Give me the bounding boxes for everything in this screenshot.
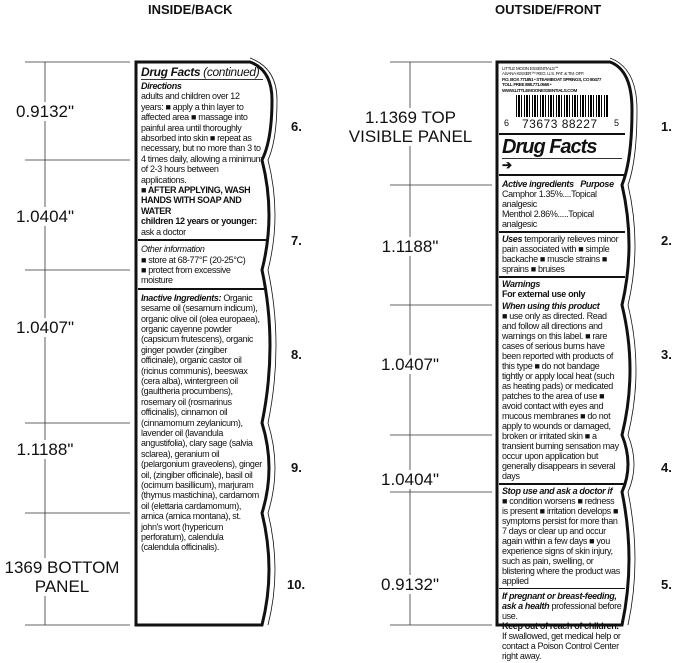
active-1: Camphor 1.35%....Topical analgesic <box>502 189 597 210</box>
drug-facts-title: Drug Facts <box>141 65 201 79</box>
company-line-1: LITTLE MOON ESSENTIALS℠ <box>502 66 559 71</box>
directions-heading: Directions <box>141 81 182 91</box>
children-heading: children 12 years or younger: <box>141 216 257 227</box>
dim-left-4: 1.1188" <box>0 440 90 459</box>
section-num-3: 3. <box>661 347 672 362</box>
arrow-icon: ➔ <box>502 158 512 173</box>
active-2: Menthol 2.86%.....Topical analgesic <box>502 209 594 230</box>
when-using-heading: When using this product <box>502 301 600 312</box>
dim-right-5: 0.9132" <box>360 575 460 594</box>
barcode-bars <box>516 95 608 118</box>
barcode-right-digit: 5 <box>614 118 619 129</box>
section-num-1: 1. <box>661 119 672 134</box>
external-use: For external use only <box>502 289 586 300</box>
company-line-4: TOLL FREE 888.771.0665 • <box>502 82 552 88</box>
pregnant-heading: If pregnant or breast-feeding, ask a hea… <box>502 591 617 612</box>
dim-right-1: 1.1369 TOP VISIBLE PANEL <box>338 108 483 146</box>
keep-out-reach: Keep out of reach of children. <box>502 621 619 632</box>
barcode-left-digit: 6 <box>504 118 509 129</box>
outlines <box>25 57 638 627</box>
barcode: 6 73673 88227 5 <box>502 95 622 131</box>
barcode-digits: 73673 88227 <box>522 117 598 132</box>
company-line-2: ASANA KISSER™ REG. U.S. PAT. & TM. OFF. <box>502 71 585 77</box>
active-heading: Active ingredients <box>502 179 574 190</box>
continued-label: (continued) <box>203 65 260 79</box>
dim-right-3: 1.0407" <box>360 355 460 374</box>
dim-left-5: 1369 BOTTOM PANEL <box>0 558 132 596</box>
uses-heading: Uses <box>502 234 523 245</box>
stop-use-heading: Stop use and ask a doctor if <box>502 486 613 497</box>
dim-right-4: 1.0404" <box>360 470 460 489</box>
section-num-9: 9. <box>291 460 302 475</box>
drug-facts-title: Drug Facts <box>502 136 622 160</box>
inactive-text: Organic sesame oil (sesamum indicum), or… <box>141 292 262 553</box>
swallow-text: If swallowed, get medical help or contac… <box>502 631 621 662</box>
directions-text: adults and children over 12 years: ■ app… <box>141 91 263 185</box>
pregnant-text: professional before use. <box>502 601 622 622</box>
inactive-heading: Inactive Ingredients: <box>141 292 222 303</box>
header-outside-front: OUTSIDE/FRONT <box>495 2 602 17</box>
other-info-2: ■ protect from excessive moisture <box>141 264 231 286</box>
dim-right-2: 1.1188" <box>360 237 460 256</box>
section-num-5: 5. <box>661 577 672 592</box>
wash-warning: ■ AFTER APPLYING, WASH HANDS WITH SOAP A… <box>141 185 251 216</box>
company-line-5: WWW.LITTLEMOONESSENTIALS.COM <box>502 87 577 93</box>
dim-left-3: 1.0407" <box>0 318 90 337</box>
section-num-7: 7. <box>291 233 302 248</box>
section-num-10: 10. <box>287 577 306 592</box>
ask-doctor: ask a doctor <box>141 226 186 237</box>
warnings-heading: Warnings <box>502 279 541 290</box>
section-num-8: 8. <box>291 347 302 362</box>
section-num-6: 6. <box>291 119 302 134</box>
company-line-3: P.O. BOX 771851 • STEAMBOAT SPRINGS, CO … <box>502 76 602 82</box>
dim-left-2: 1.0404" <box>0 207 90 226</box>
purpose-heading: Purpose <box>580 179 614 190</box>
back-panel: Drug Facts (continued) Directions adults… <box>138 64 266 556</box>
front-panel: LITTLE MOON ESSENTIALS℠ ASANA KISSER™ RE… <box>499 64 625 663</box>
section-num-2: 2. <box>661 233 672 248</box>
when-using-text: ■ use only as directed. Read and follow … <box>502 311 619 482</box>
other-info-heading: Other information <box>141 244 205 255</box>
header-inside-back: INSIDE/BACK <box>148 2 233 17</box>
stop-use-text: ■ condition worsens ■ redness is present… <box>502 496 620 587</box>
section-num-4: 4. <box>661 460 672 475</box>
other-info-1: ■ store at 68-77°F (20-25°C) <box>141 254 246 265</box>
uses-text: temporarily relieves minor pain associat… <box>502 234 619 275</box>
dim-left-1: 0.9132" <box>0 102 90 121</box>
